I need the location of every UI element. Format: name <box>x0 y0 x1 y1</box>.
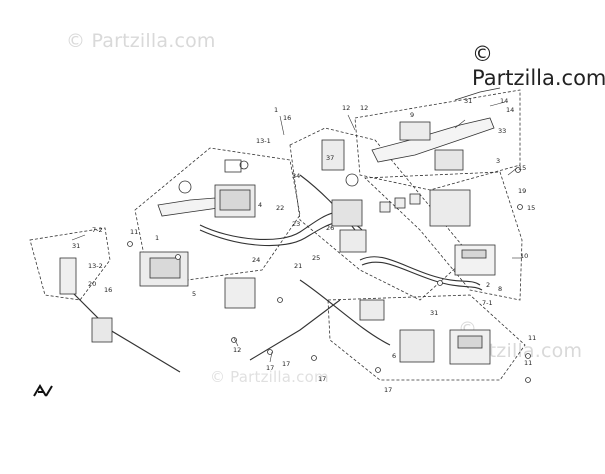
watermark-faint-bottom: © Partzilla.com <box>210 368 329 386</box>
hose-diagonal <box>249 299 341 361</box>
callout-14: 14 <box>500 97 508 105</box>
callout-13-2: 13-2 <box>88 262 103 270</box>
callout-7-1: 7-1 <box>482 299 493 307</box>
lower-left-rod <box>59 257 181 373</box>
callout-12: 12 <box>360 104 368 112</box>
callout-28: 31 <box>72 242 80 250</box>
callout-16: 16 <box>104 286 112 294</box>
callout-13-1: 13-1 <box>256 137 271 145</box>
section-logo <box>33 384 53 397</box>
callout-14: 14 <box>506 106 514 114</box>
outline-right-caliper <box>364 171 523 301</box>
callout-3: 3 <box>496 157 500 165</box>
callout-24: 24 <box>252 256 260 264</box>
watermark-faint-top: © Partzilla.com <box>66 30 216 52</box>
callout-6: 6 <box>392 352 396 360</box>
center-master-cylinder <box>321 139 367 253</box>
callout-labels: 1 16 13-1 12 12 9 14 14 31 33 3 15 19 15… <box>72 97 536 394</box>
callout-16: 1 <box>274 106 278 114</box>
hose-lower <box>299 279 391 346</box>
group-outlines <box>29 89 526 381</box>
callout-34: 37 <box>326 154 334 162</box>
callout-16: 16 <box>283 114 291 122</box>
callout-9: 10 <box>520 252 528 260</box>
callout-1: 1 <box>155 234 159 242</box>
callout-11: 11 <box>528 334 536 342</box>
callout-17: 17 <box>318 375 326 383</box>
outline-rear-caliper <box>327 294 526 381</box>
outline-left-lever-group <box>134 147 301 286</box>
right-caliper <box>379 189 496 276</box>
fasteners <box>127 167 531 383</box>
callout-12: 12 <box>342 104 350 112</box>
outline-center-group <box>289 127 471 301</box>
callout-31: 33 <box>498 127 506 135</box>
callout-20: 20 <box>88 280 96 288</box>
callout-26: 26 <box>326 224 334 232</box>
callout-27: 31 <box>430 309 438 317</box>
leader-lines <box>71 101 522 363</box>
callout-15: 15 <box>518 164 526 172</box>
callout-10: 9 <box>410 111 414 119</box>
callout-17: 17 <box>266 364 274 372</box>
callout-33: 34 <box>292 172 300 180</box>
callout-21: 21 <box>294 262 302 270</box>
callout-5: 5 <box>192 290 196 298</box>
callout-2: 2 <box>486 281 490 289</box>
callout-17: 17 <box>384 386 392 394</box>
left-caliper <box>139 251 256 309</box>
callout-11: 11 <box>130 228 138 236</box>
callout-11: 11 <box>524 359 532 367</box>
callout-4: 4 <box>258 201 262 209</box>
rear-caliper <box>359 299 491 365</box>
callout-31: 31 <box>464 97 472 105</box>
callout-12: 12 <box>233 346 241 354</box>
callout-22: 22 <box>276 204 284 212</box>
outline-top-right-lever <box>354 89 521 191</box>
hose-right-a <box>359 256 481 286</box>
callout-25: 25 <box>312 254 320 262</box>
hose-right-b <box>361 261 483 291</box>
callout-8: 8 <box>498 285 502 293</box>
left-brake-lever <box>157 159 256 218</box>
right-brake-lever <box>371 87 501 171</box>
callout-7-2: 7-2 <box>92 226 103 234</box>
callout-15: 15 <box>527 204 535 212</box>
callout-19: 19 <box>518 187 526 195</box>
callout-23: 23 <box>292 220 300 228</box>
watermark-main: © Partzilla.com <box>472 42 605 90</box>
callout-17: 17 <box>282 360 290 368</box>
